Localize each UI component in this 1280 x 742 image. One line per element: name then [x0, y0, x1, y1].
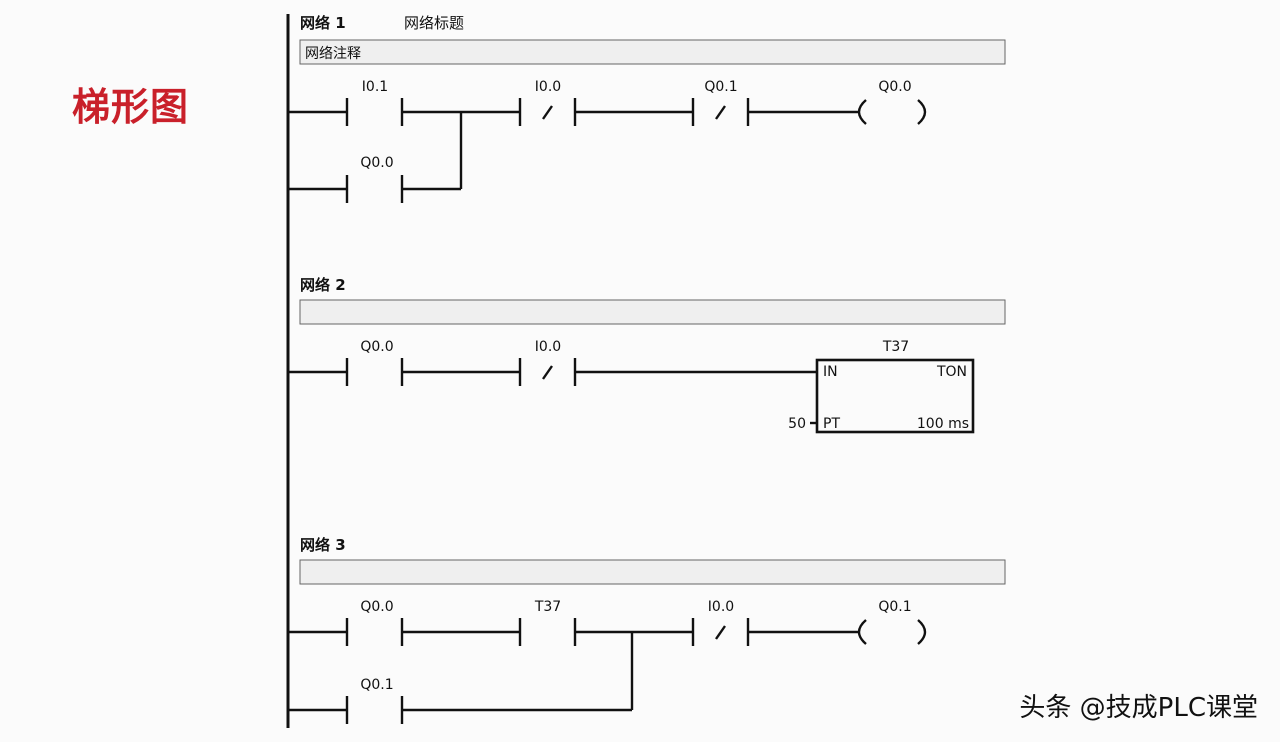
- ladder-diagram-title: 梯形图: [72, 85, 190, 129]
- network-1-comment-text: 网络注释: [305, 46, 361, 62]
- network-1-coil[interactable]: [857, 99, 867, 125]
- network-1-comment-box[interactable]: [299, 39, 1006, 65]
- network-2-comment-box[interactable]: [299, 299, 1006, 325]
- network-2-label: 网络 2: [300, 276, 346, 294]
- network-1-coil-address: Q0.0: [878, 79, 911, 95]
- network-3-contact-1-address: Q0.0: [360, 599, 393, 615]
- network-2-timer-type: TON: [936, 364, 967, 380]
- network-2-timer-in-label: IN: [823, 364, 838, 380]
- network-3-comment-box[interactable]: [299, 559, 1006, 585]
- network-1-contact-3-address: I0.0: [535, 79, 561, 95]
- watermark: 头条 @技成PLC课堂: [1019, 693, 1258, 723]
- network-2-timer-base: 100 ms: [917, 416, 969, 432]
- network-2-timer-pt-label: PT: [823, 416, 840, 432]
- network-1-contact-1-address: I0.1: [362, 79, 388, 95]
- network-1-label: 网络 1: [300, 14, 346, 32]
- network-3-coil-address: Q0.1: [878, 599, 911, 615]
- network-3-coil[interactable]: [857, 619, 867, 645]
- network-3-contact-4-address: I0.0: [708, 599, 734, 615]
- network-2-timer-address: T37: [882, 339, 909, 355]
- network-2-contact-2-address: I0.0: [535, 339, 561, 355]
- network-3-contact-2-address: T37: [534, 599, 561, 615]
- network-1-contact-4-address: Q0.1: [704, 79, 737, 95]
- network-2-contact-1-address: Q0.0: [360, 339, 393, 355]
- network-2-timer-pt-value[interactable]: 50: [788, 416, 806, 432]
- network-3-label: 网络 3: [300, 536, 346, 554]
- network-3-contact-3-address: Q0.1: [360, 677, 393, 693]
- network-2-timer-box[interactable]: [815, 358, 975, 434]
- network-1-title[interactable]: 网络标题: [404, 14, 464, 32]
- network-1-contact-2-address: Q0.0: [360, 155, 393, 171]
